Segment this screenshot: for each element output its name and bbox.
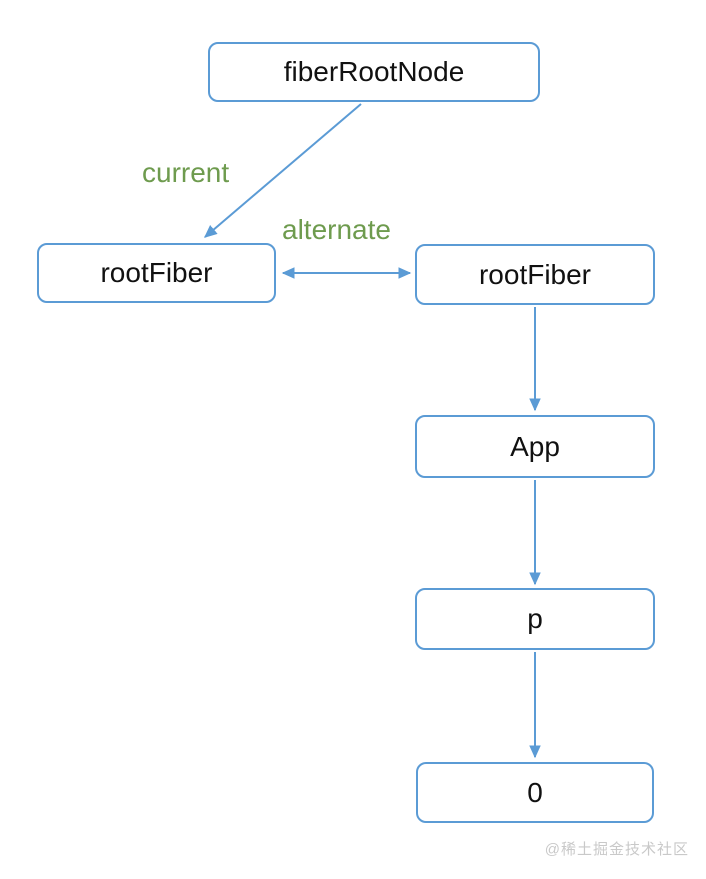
node-zero-label: 0 [527,776,543,808]
node-root-fiber-left-label: rootFiber [100,257,213,288]
node-app-label: App [510,430,560,462]
node-fiber-root-node: fiberRootNode [208,42,540,102]
node-p: p [415,588,655,650]
node-root-fiber-right-label: rootFiber [478,258,592,290]
node-root-fiber-right: rootFiber [415,244,655,305]
node-fiber-root-node-label: fiberRootNode [283,56,465,87]
edge-label-alternate: alternate [282,214,391,245]
edge-label-current: current [142,157,230,188]
node-app: App [415,415,655,478]
node-zero: 0 [416,762,654,823]
node-p-label: p [527,603,543,634]
node-root-fiber-left: rootFiber [37,243,276,303]
watermark: @稀土掘金技术社区 [544,841,689,858]
